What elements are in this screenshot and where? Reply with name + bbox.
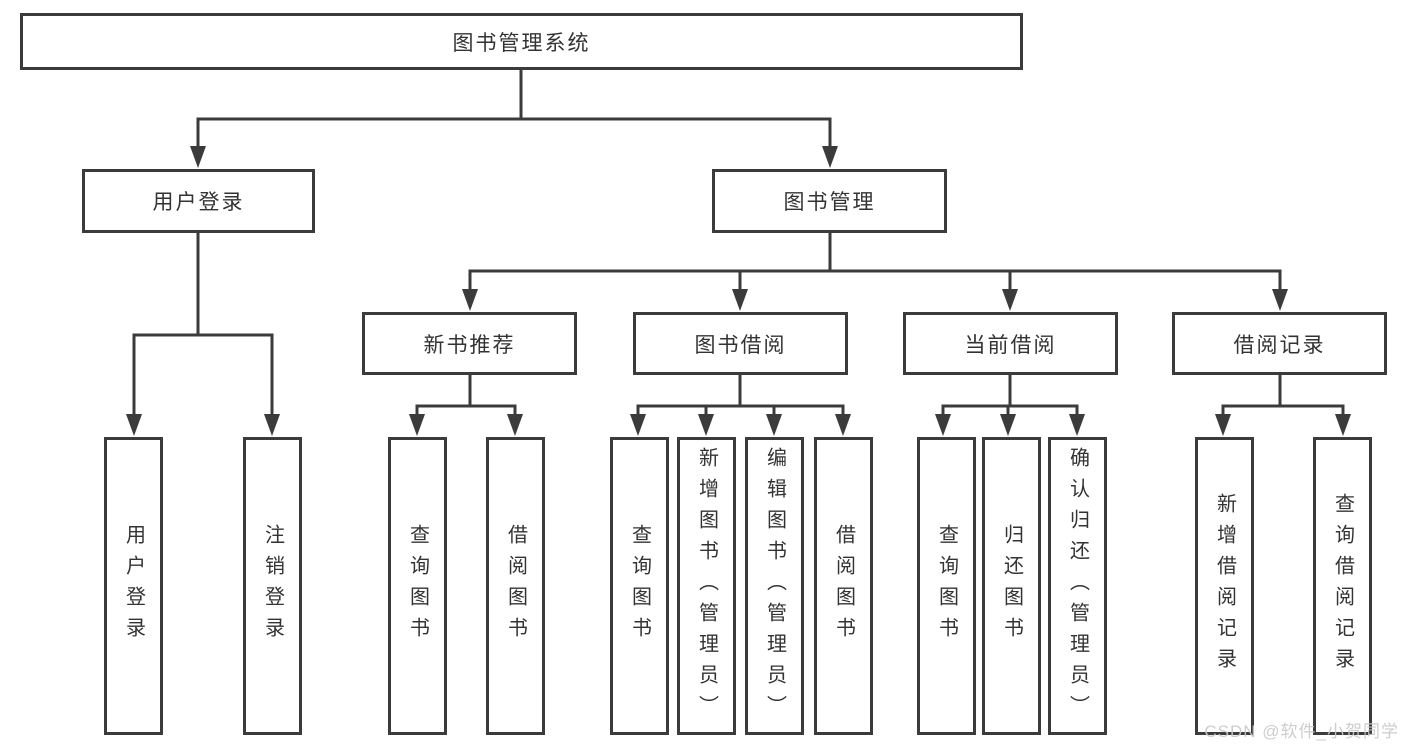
node-book-borrowing: 图书借阅	[633, 312, 848, 375]
leaf-label: 查询图书	[628, 524, 651, 648]
leaf-label: 借阅图书	[832, 524, 855, 648]
leaf-label: 注销登录	[261, 524, 284, 648]
leaf-query-books: 查询图书	[610, 437, 669, 735]
node-label: 当前借阅	[964, 333, 1057, 357]
node-label: 图书管理系统	[452, 31, 591, 55]
leaf-label: 归还图书	[1000, 524, 1023, 648]
leaf-query-books: 查询图书	[917, 437, 976, 735]
leaf-add-book-admin: 新增图书（管理员）	[677, 437, 736, 735]
node-label: 借阅记录	[1233, 333, 1326, 357]
leaf-confirm-return-admin: 确认归还（管理员）	[1048, 437, 1107, 735]
node-user-login: 用户登录	[82, 169, 315, 233]
arrowheads	[126, 146, 1351, 436]
leaf-add-borrow-record: 新增借阅记录	[1195, 437, 1254, 735]
leaf-label: 查询图书	[406, 524, 429, 648]
leaf-label: 新增图书（管理员）	[695, 446, 718, 726]
leaf-edit-book-admin: 编辑图书（管理员）	[745, 437, 804, 735]
leaf-query-borrow-record: 查询借阅记录	[1313, 437, 1372, 735]
node-new-book-recommendation: 新书推荐	[362, 312, 577, 375]
leaf-label: 查询借阅记录	[1331, 493, 1354, 679]
leaf-user-login: 用户登录	[104, 437, 163, 735]
node-label: 图书借阅	[694, 333, 787, 357]
leaf-label: 确认归还（管理员）	[1066, 446, 1089, 726]
node-borrowing-records: 借阅记录	[1172, 312, 1387, 375]
leaf-borrow-books: 借阅图书	[814, 437, 873, 735]
node-label: 用户登录	[152, 191, 245, 214]
node-label: 图书管理	[783, 191, 876, 214]
leaf-logout: 注销登录	[243, 437, 302, 735]
leaf-label: 新增借阅记录	[1213, 493, 1236, 679]
leaf-label: 编辑图书（管理员）	[763, 446, 786, 726]
node-book-management: 图书管理	[712, 169, 947, 233]
leaf-label: 用户登录	[122, 524, 145, 648]
leaf-return-books: 归还图书	[982, 437, 1041, 735]
leaf-label: 借阅图书	[504, 524, 527, 648]
leaf-borrow-books: 借阅图书	[486, 437, 545, 735]
leaf-label: 查询图书	[935, 524, 958, 648]
node-library-management-system: 图书管理系统	[20, 13, 1023, 70]
node-current-borrowing: 当前借阅	[903, 312, 1118, 375]
csdn-watermark: CSDN @软件_小贺同学	[1204, 722, 1399, 741]
leaf-query-books: 查询图书	[388, 437, 447, 735]
node-label: 新书推荐	[423, 333, 516, 357]
